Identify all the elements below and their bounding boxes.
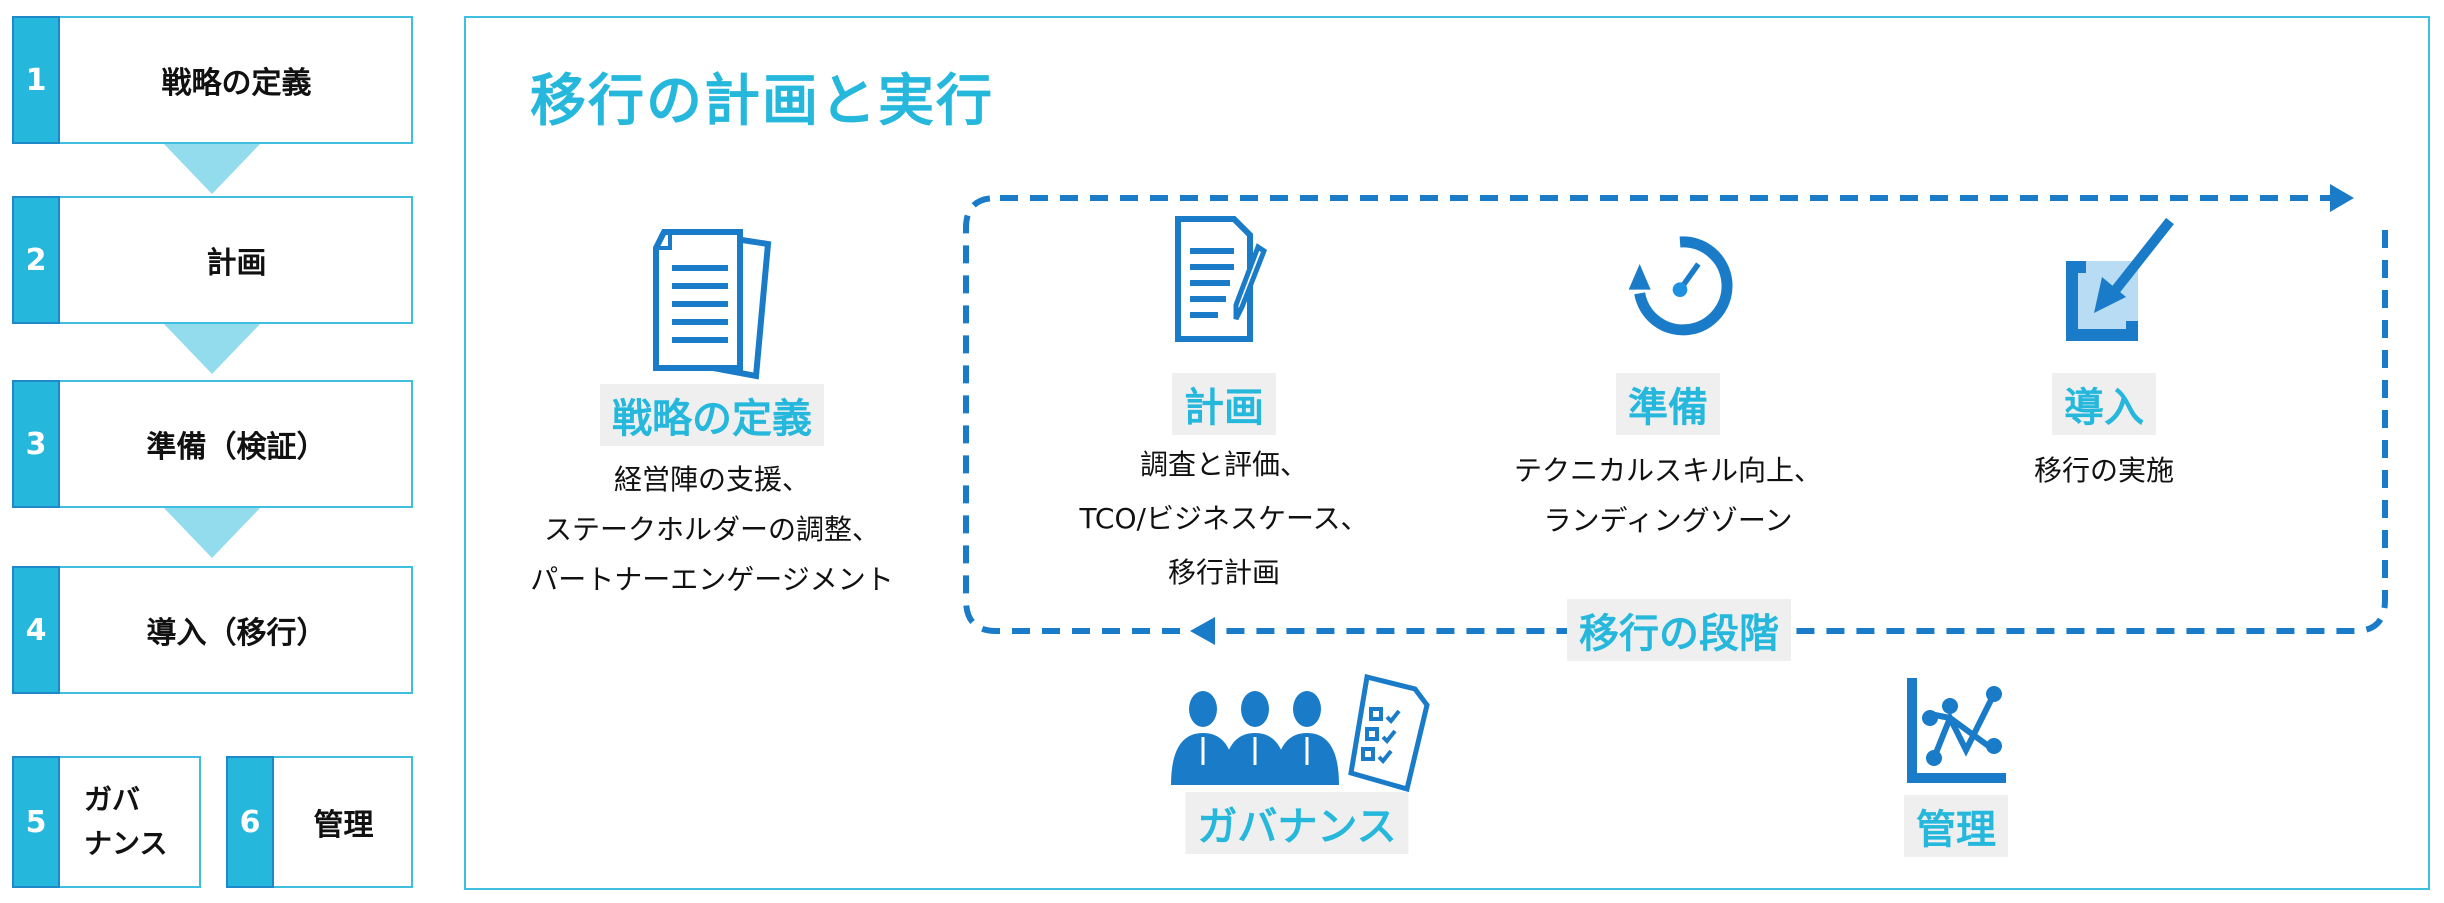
plan-description: 調査と評価、 TCO/ビジネスケース、 移行計画 bbox=[1079, 440, 1368, 598]
step-4-adopt[interactable]: 4 導入（移行） bbox=[12, 566, 413, 694]
step-label: 導入（移行） bbox=[146, 616, 327, 651]
step-label: ガバ ナンス bbox=[84, 783, 168, 860]
strategy-label: 戦略の定義 bbox=[600, 384, 824, 446]
arrow-right-icon bbox=[2330, 184, 2354, 212]
step-label: 管理 bbox=[313, 808, 374, 843]
desc-line: テクニカルスキル向上、 bbox=[1513, 454, 1823, 487]
document-pencil-icon bbox=[1175, 216, 1268, 342]
desc-line: TCO/ビジネスケース、 bbox=[1079, 502, 1369, 535]
plan-label: 計画 bbox=[1172, 373, 1276, 435]
desc-line: 移行計画 bbox=[1167, 556, 1280, 589]
team-checklist-icon bbox=[1171, 673, 1430, 793]
step-label: 計画 bbox=[206, 246, 267, 281]
step-number: 4 bbox=[12, 566, 60, 694]
strategy-description: 経営陣の支援、 ステークホルダーの調整、 パートナーエンゲージメント bbox=[530, 455, 893, 605]
desc-line: 移行の実施 bbox=[2033, 454, 2175, 487]
deploy-label: 導入 bbox=[2052, 373, 2156, 435]
desc-line: ステークホルダーの調整、 bbox=[543, 513, 881, 546]
step-number: 5 bbox=[12, 756, 60, 888]
step-number: 6 bbox=[226, 756, 274, 888]
down-arrow bbox=[164, 324, 260, 374]
deploy-arrow-icon bbox=[2066, 217, 2174, 341]
main-panel bbox=[464, 16, 2430, 890]
step-1-strategy[interactable]: 1 戦略の定義 bbox=[12, 16, 413, 144]
documents-icon bbox=[653, 229, 772, 380]
ready-description: テクニカルスキル向上、 ランディングゾーン bbox=[1514, 446, 1822, 546]
step-number: 2 bbox=[12, 196, 60, 324]
arrow-left-icon bbox=[1190, 617, 1215, 645]
manage-label: 管理 bbox=[1904, 795, 2008, 857]
step-number: 3 bbox=[12, 380, 60, 508]
desc-line: パートナーエンゲージメント bbox=[530, 563, 894, 596]
phase-label: 移行の段階 bbox=[1567, 599, 1791, 661]
deploy-description: 移行の実施 bbox=[2034, 446, 2174, 496]
step-6-manage[interactable]: 6 管理 bbox=[226, 756, 413, 888]
desc-line: ランディングゾーン bbox=[1543, 504, 1793, 537]
step-3-ready[interactable]: 3 準備（検証） bbox=[12, 380, 413, 508]
step-label: 戦略の定義 bbox=[161, 66, 312, 101]
step-2-plan[interactable]: 2 計画 bbox=[12, 196, 413, 324]
governance-label: ガバナンス bbox=[1185, 792, 1409, 854]
timer-refresh-icon bbox=[1628, 236, 1733, 336]
ready-label: 準備 bbox=[1616, 373, 1720, 435]
desc-line: 調査と評価、 bbox=[1139, 448, 1308, 481]
page-title: 移行の計画と実行 bbox=[530, 69, 994, 134]
desc-line: 経営陣の支援、 bbox=[613, 463, 811, 496]
step-number: 1 bbox=[12, 16, 60, 144]
chart-analytics-icon bbox=[1907, 678, 2006, 783]
step-label: 準備（検証） bbox=[146, 430, 327, 465]
down-arrow bbox=[164, 508, 260, 558]
step-5-governance[interactable]: 5 ガバ ナンス bbox=[12, 756, 201, 888]
down-arrow bbox=[164, 144, 260, 194]
